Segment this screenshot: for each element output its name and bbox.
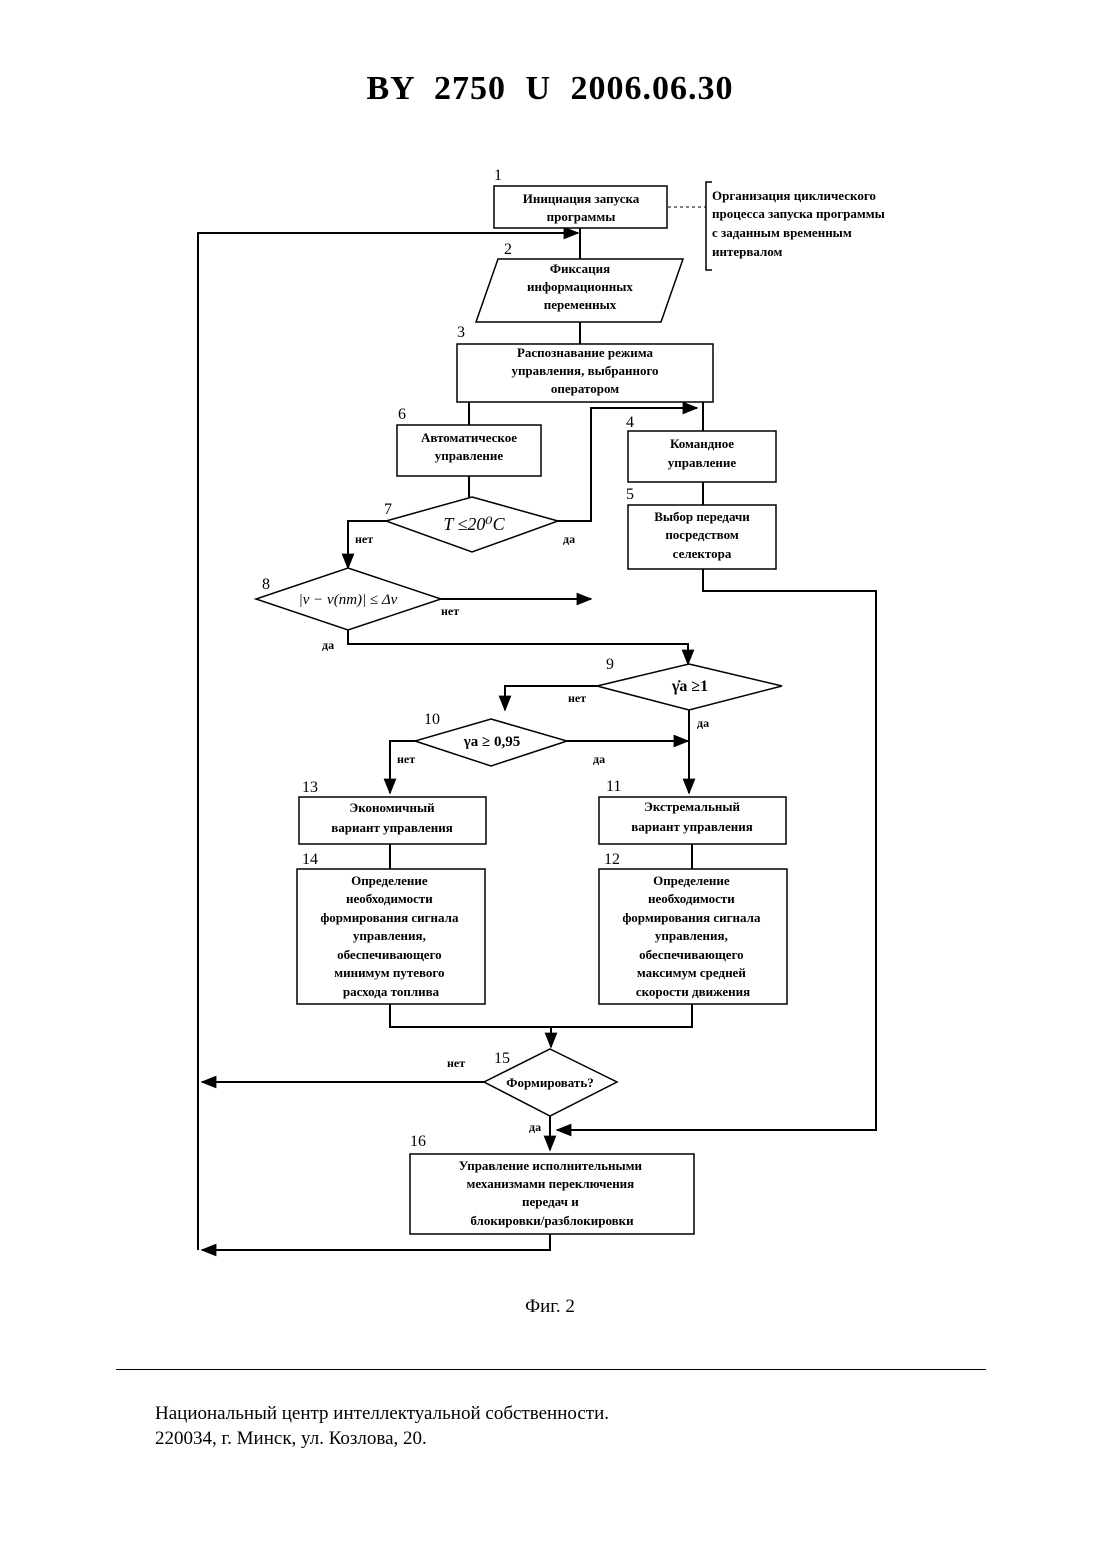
step-number-7: 7 <box>384 501 392 518</box>
branch-label-10-yes: да <box>593 752 605 766</box>
block-7-condition: T ≤20⁰C <box>443 514 505 534</box>
branch-label-9-no: нет <box>568 691 586 705</box>
step-number-16: 16 <box>410 1133 426 1150</box>
branch-label-7-yes: да <box>563 532 575 546</box>
branch-label-8-yes: да <box>322 638 334 652</box>
branch-label-8-no: нет <box>441 604 459 618</box>
step-number-2: 2 <box>504 241 512 258</box>
footer-divider <box>116 1369 986 1370</box>
branch-label-9-yes: да <box>697 716 709 730</box>
step-number-13: 13 <box>302 779 318 796</box>
branch-label-15-yes: да <box>529 1120 541 1134</box>
step-number-15: 15 <box>494 1050 510 1067</box>
figure-caption: Фиг. 2 <box>0 1296 1100 1318</box>
block-15-label: Формировать? <box>506 1075 593 1090</box>
connector-5-16 <box>557 569 876 1130</box>
footer-address: 220034, г. Минск, ул. Козлова, 20. <box>155 1428 427 1450</box>
block-9-condition: γ̇a ≥1 <box>671 678 708 695</box>
branch-label-15-no: нет <box>447 1056 465 1070</box>
flowchart: 1 2 3 6 4 5 7 8 9 10 13 11 14 12 15 16 И… <box>0 0 1100 1290</box>
step-number-6: 6 <box>398 406 406 423</box>
step-number-11: 11 <box>606 778 621 795</box>
step-number-14: 14 <box>302 851 318 868</box>
step-number-4: 4 <box>626 414 634 431</box>
connector-10-no <box>390 741 415 793</box>
step-number-9: 9 <box>606 656 614 673</box>
block-8-condition: |v − v(nт)| ≤ Δv <box>299 592 398 608</box>
connector-16-out <box>202 1234 550 1250</box>
step-number-5: 5 <box>626 486 634 503</box>
footer-organization: Национальный центр интеллектуальной собс… <box>155 1403 609 1425</box>
branch-label-10-no: нет <box>397 752 415 766</box>
block-10-condition: γa ≥ 0,95 <box>463 734 521 750</box>
branch-label-7-no: нет <box>355 532 373 546</box>
annotation-bracket <box>668 182 712 270</box>
step-number-10: 10 <box>424 711 440 728</box>
connector-merge <box>390 1004 692 1027</box>
step-number-12: 12 <box>604 851 620 868</box>
step-number-8: 8 <box>262 576 270 593</box>
step-number-1: 1 <box>494 167 502 184</box>
connector-8-yes <box>348 630 688 664</box>
annotation-text: Организация циклического процесса запуск… <box>712 188 888 259</box>
step-number-3: 3 <box>457 324 465 341</box>
